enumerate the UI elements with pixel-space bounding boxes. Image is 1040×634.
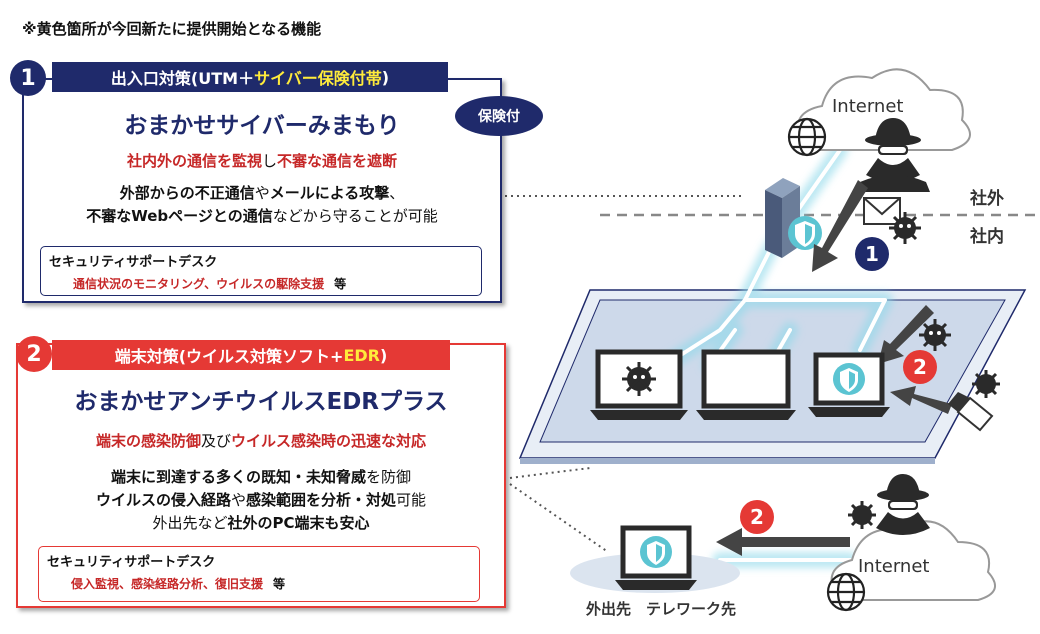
cloud-bottom-icon <box>830 520 997 601</box>
section-1-description: 外部からの不正通信やメールによる攻撃、 不審なWebページとの通信などから守るこ… <box>86 184 438 225</box>
section-1-red-line: 社内外の通信を監視し不審な通信を遮断 <box>126 152 398 170</box>
virus-icon-2 <box>919 319 951 351</box>
arrow-attack-1 <box>812 180 868 272</box>
laptop-protected-icon <box>808 352 890 417</box>
section-1-header: 出入口対策(UTM＋サイバー保険付帯) <box>52 62 448 92</box>
diagram-marker-1: 1 <box>855 237 889 271</box>
connector-line-2 <box>509 467 591 479</box>
internet-label-top: Internet <box>832 96 904 117</box>
support-desk-1: セキュリティサポートデスク 通信状況のモニタリング、ウイルスの駆除支援等 <box>40 246 482 296</box>
usb-stick-icon <box>948 392 994 432</box>
section-1-title: おまかせサイバーみまもり <box>124 113 400 139</box>
laptop-clean-icon <box>696 349 796 420</box>
arrow-attack-3 <box>890 386 952 414</box>
virus-icon-3 <box>972 370 1000 398</box>
utm-shield-icon <box>788 216 822 250</box>
arrow-attack-4 <box>716 528 850 556</box>
virus-icon-4 <box>848 501 876 529</box>
outside-label: 社外 <box>970 189 1004 209</box>
diagram-marker-2b: 2 <box>740 500 774 534</box>
section-2-description: 端末に到達する多くの既知・未知脅威を防御 ウイルスの侵入経路や感染範囲を分析・対… <box>95 468 427 532</box>
globe-bottom-icon <box>826 572 866 612</box>
hacker-bottom-icon <box>876 474 930 535</box>
insurance-badge: 保険付 <box>455 96 543 136</box>
remote-location-label: 外出先 テレワーク先 <box>586 600 737 618</box>
note-text: ※黄色箇所が今回新たに提供開始となる機能 <box>22 20 322 38</box>
internet-label-bottom: Internet <box>858 556 930 577</box>
laptop-infected-icon <box>590 349 688 420</box>
support-desk-2: セキュリティサポートデスク 侵入監視、感染経路分析、復旧支援等 <box>38 546 480 602</box>
section-1-number: 1 <box>10 60 46 96</box>
mail-icon <box>863 197 901 225</box>
section-2-header: 端末対策(ウイルス対策ソフト+EDR) <box>52 340 450 370</box>
section-2-red-line: 端末の感染防御及びウイルス感染時の迅速な対応 <box>95 432 427 450</box>
section-2-title: おまかせアンチウイルスEDRプラス <box>74 389 448 415</box>
connector-line-3 <box>509 483 609 553</box>
virus-icon-1 <box>889 212 921 244</box>
globe-top-icon <box>787 117 827 157</box>
hacker-top-icon <box>856 118 930 192</box>
laptop-remote-icon <box>615 525 697 590</box>
diagram-marker-2a: 2 <box>903 350 937 384</box>
arrow-attack-2 <box>878 305 934 364</box>
section-2-number: 2 <box>16 336 52 372</box>
inside-label: 社内 <box>970 227 1004 247</box>
